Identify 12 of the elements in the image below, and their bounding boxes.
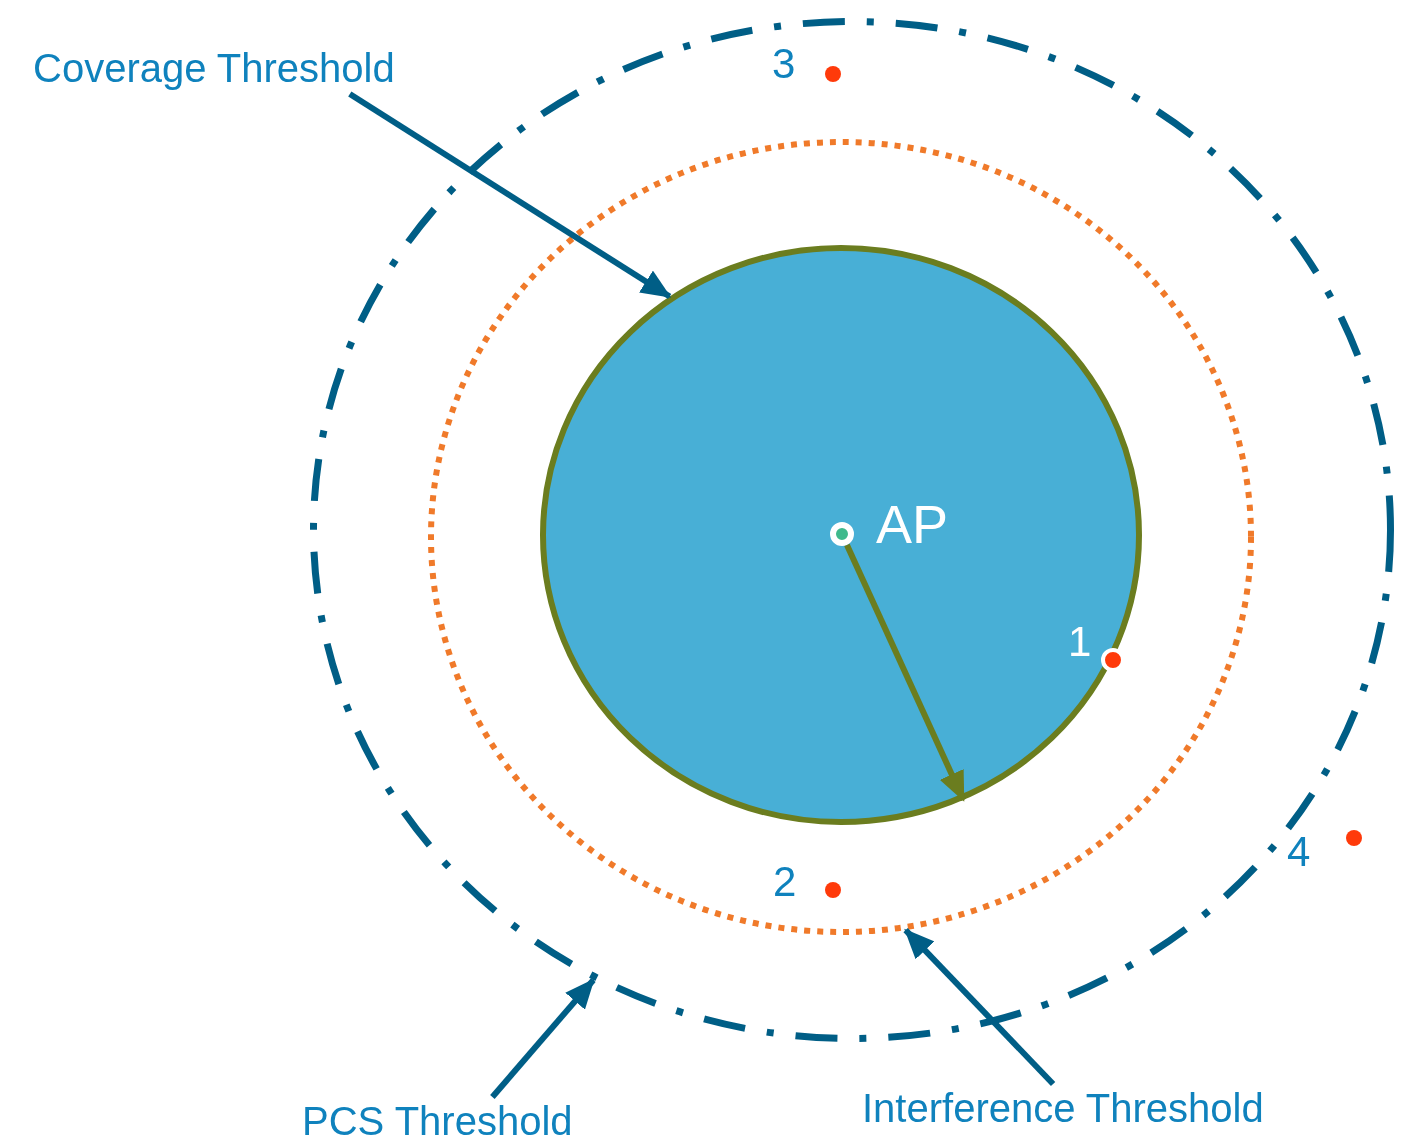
node-caption: AP — [876, 494, 949, 554]
point-number: 3 — [772, 40, 796, 88]
point-number: 4 — [1287, 828, 1311, 876]
radius-arrow — [844, 543, 967, 802]
threshold-label: PCS Threshold — [302, 1097, 642, 1143]
point-number: 2 — [773, 858, 797, 906]
leader-arrow — [903, 928, 1056, 1087]
leader-arrow — [348, 91, 672, 300]
leader-arrow — [490, 978, 596, 1099]
threshold-label: Interference Threshold — [862, 1084, 1352, 1134]
point-number: 1 — [1068, 618, 1092, 666]
threshold-label: Coverage Threshold — [33, 44, 473, 94]
